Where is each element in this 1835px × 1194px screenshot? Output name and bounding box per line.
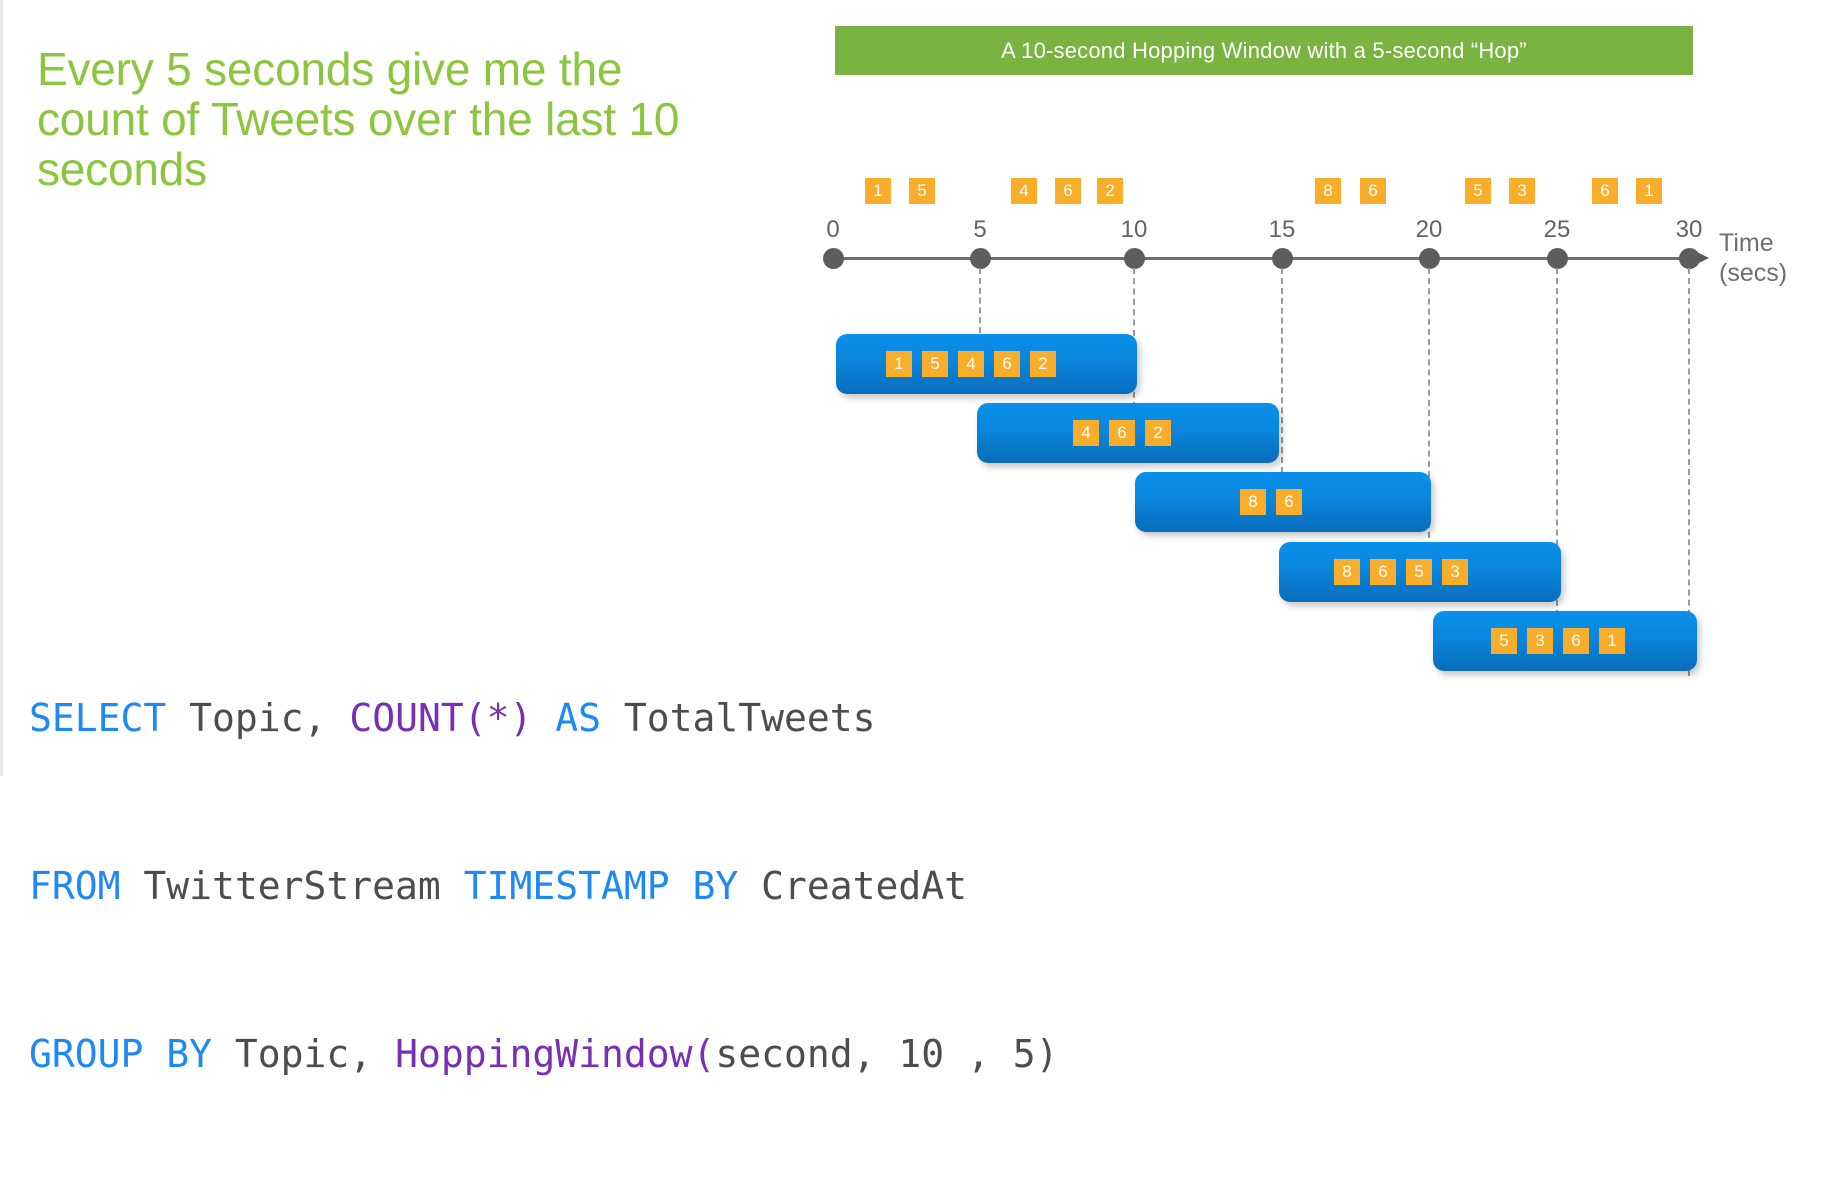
window-event-chip: 5 xyxy=(1406,559,1432,585)
banner: A 10-second Hopping Window with a 5-seco… xyxy=(835,26,1693,75)
sql-token: FROM xyxy=(29,864,121,908)
sql-token: second, 10 , 5) xyxy=(715,1032,1059,1076)
window-event-chip: 1 xyxy=(886,351,912,377)
event-chip: 6 xyxy=(1055,178,1081,204)
sql-token: TIMESTAMP BY xyxy=(463,864,739,908)
sql-token: Topic, xyxy=(166,696,350,740)
time-axis-line xyxy=(831,257,1693,260)
time-axis-arrow-icon xyxy=(1689,248,1709,268)
axis-drop-line-0 xyxy=(979,268,981,343)
event-chip: 1 xyxy=(865,178,891,204)
sql-token: GROUP BY xyxy=(29,1032,213,1076)
window-event-chip: 2 xyxy=(1030,351,1056,377)
axis-tick-dot-5 xyxy=(970,248,991,269)
axis-tick-label-15: 15 xyxy=(1268,216,1296,243)
window-event-chip: 6 xyxy=(1563,628,1589,654)
window-event-chip: 6 xyxy=(1276,489,1302,515)
window-event-chip: 8 xyxy=(1334,559,1360,585)
axis-tick-dot-20 xyxy=(1419,248,1440,269)
sql-query: SELECT Topic, COUNT(*) AS TotalTweets FR… xyxy=(29,578,1059,1194)
page-title: Every 5 seconds give me the count of Twe… xyxy=(37,43,692,195)
event-chip: 1 xyxy=(1636,178,1662,204)
sql-token xyxy=(532,696,555,740)
axis-tick-label-20: 20 xyxy=(1415,216,1443,243)
window-event-chip: 4 xyxy=(1073,420,1099,446)
axis-tick-dot-0 xyxy=(823,248,844,269)
axis-caption-line2: (secs) xyxy=(1719,259,1788,287)
event-chip: 3 xyxy=(1509,178,1535,204)
axis-tick-label-5: 5 xyxy=(973,216,987,243)
axis-drop-line-2 xyxy=(1281,268,1283,483)
event-chip: 5 xyxy=(1465,178,1491,204)
window-event-chip: 3 xyxy=(1442,559,1468,585)
sql-token: SELECT xyxy=(29,696,167,740)
window-event-chip: 4 xyxy=(958,351,984,377)
event-chip: 6 xyxy=(1592,178,1618,204)
sql-token: COUNT(*) xyxy=(349,696,533,740)
sql-line-3: GROUP BY Topic, HoppingWindow(second, 10… xyxy=(29,1026,1059,1082)
event-chip: 6 xyxy=(1360,178,1386,204)
sql-token: Topic, xyxy=(212,1032,396,1076)
event-chip: 5 xyxy=(909,178,935,204)
window-event-chip: 6 xyxy=(994,351,1020,377)
axis-tick-dot-10 xyxy=(1124,248,1145,269)
sql-line-1: SELECT Topic, COUNT(*) AS TotalTweets xyxy=(29,690,1059,746)
sql-token: TwitterStream xyxy=(120,864,464,908)
axis-tick-dot-30 xyxy=(1679,248,1700,269)
slide-canvas: Every 5 seconds give me the count of Twe… xyxy=(0,0,1788,1076)
axis-tick-label-25: 25 xyxy=(1543,216,1571,243)
window-event-chip: 3 xyxy=(1527,628,1553,654)
window-event-chip: 6 xyxy=(1109,420,1135,446)
window-event-chip: 5 xyxy=(922,351,948,377)
event-chip: 2 xyxy=(1097,178,1123,204)
axis-caption-line1: Time xyxy=(1719,229,1774,257)
time-axis-caption: Time (secs) xyxy=(1719,228,1787,288)
event-chip: 4 xyxy=(1011,178,1037,204)
axis-tick-label-10: 10 xyxy=(1120,216,1148,243)
event-chip: 8 xyxy=(1315,178,1341,204)
banner-title: A 10-second Hopping Window with a 5-seco… xyxy=(1001,37,1527,63)
window-event-chip: 2 xyxy=(1145,420,1171,446)
window-event-chip: 1 xyxy=(1599,628,1625,654)
sql-token: TotalTweets xyxy=(601,696,876,740)
window-event-chip: 6 xyxy=(1370,559,1396,585)
axis-tick-dot-25 xyxy=(1547,248,1568,269)
sql-line-2: FROM TwitterStream TIMESTAMP BY CreatedA… xyxy=(29,858,1059,914)
sql-token: CreatedAt xyxy=(738,864,968,908)
axis-tick-label-0: 0 xyxy=(826,216,840,243)
axis-tick-label-30: 30 xyxy=(1675,216,1703,243)
axis-tick-dot-15 xyxy=(1272,248,1293,269)
window-event-chip: 5 xyxy=(1491,628,1517,654)
sql-token: AS xyxy=(555,696,601,740)
window-event-chip: 8 xyxy=(1240,489,1266,515)
sql-token: HoppingWindow( xyxy=(395,1032,716,1076)
